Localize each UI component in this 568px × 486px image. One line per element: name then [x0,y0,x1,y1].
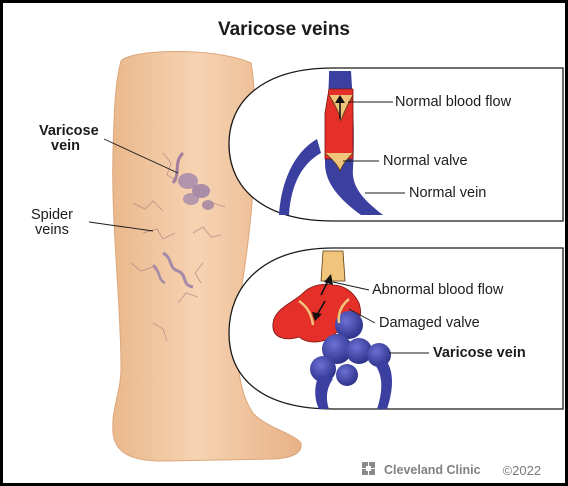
varicose-vein-label-line-1: Varicose [39,124,99,139]
normal-vein-inset [229,68,563,221]
credit-brand: Cleveland Clinic [384,463,481,477]
credit-year: ©2022 [503,463,542,478]
normal-vein-label: Normal vein [409,185,486,201]
damaged-valve-label: Damaged valve [379,315,480,331]
illustration-title: Varicose veins [3,19,565,41]
varicose-vein-leg-label: Varicose vein [39,124,99,154]
spider-veins-label-line-2: veins [31,223,73,238]
abnormal-blood-flow-label: Abnormal blood flow [372,282,503,298]
normal-valve-label: Normal valve [383,153,468,169]
varicose-vein-label-line-2: vein [39,139,99,154]
image-credit: Cleveland Clinic ©2022 [364,462,541,478]
varicose-vein-inset-label: Varicose vein [433,345,526,361]
spider-veins-label: Spider veins [31,208,73,238]
normal-blood-flow-label: Normal blood flow [395,94,511,110]
spider-veins-label-line-1: Spider [31,208,73,223]
varicose-veins-illustration [3,3,565,483]
